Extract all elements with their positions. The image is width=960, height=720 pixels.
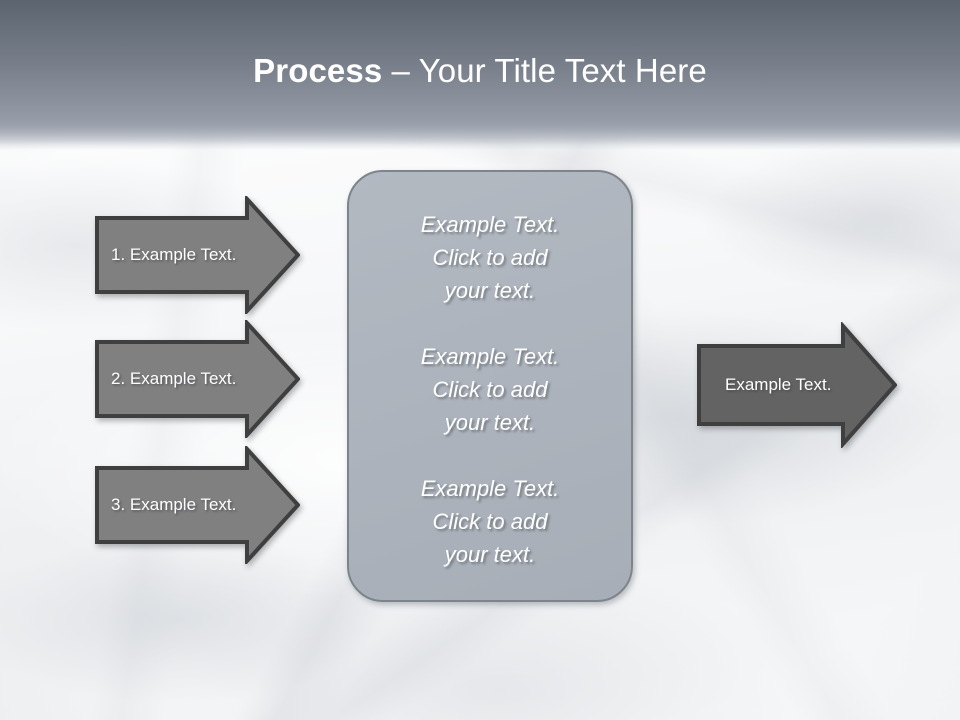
page-title: Process – Your Title Text Here <box>0 50 960 92</box>
center-panel-paragraph-1: Example Text. Click to add your text. <box>420 212 560 303</box>
arrow-right-shape-icon <box>95 320 300 438</box>
left-arrow-1-label: 1. Example Text. <box>111 245 237 264</box>
center-panel-paragraph-3: Example Text. Click to add your text. <box>420 476 560 567</box>
arrow-right-shape-icon <box>95 196 300 314</box>
left-arrow-2-label: 2. Example Text. <box>111 369 237 388</box>
page-title-rest: – Your Title Text Here <box>382 52 707 89</box>
arrow-right-shape-icon <box>697 322 897 448</box>
right-arrow-1[interactable]: Example Text. <box>697 322 897 448</box>
header-gradient-core <box>0 0 960 150</box>
header-gradient-band <box>0 0 960 150</box>
center-content-panel[interactable]: Example Text. Click to add your text. Ex… <box>347 170 633 602</box>
arrow-right-shape-icon <box>95 446 300 564</box>
left-arrow-1[interactable]: 1. Example Text. <box>95 196 300 314</box>
left-arrow-2[interactable]: 2. Example Text. <box>95 320 300 438</box>
right-arrow-1-label: Example Text. <box>725 375 832 394</box>
left-arrow-3-label: 3. Example Text. <box>111 495 237 514</box>
left-arrow-3[interactable]: 3. Example Text. <box>95 446 300 564</box>
center-panel-paragraph-2: Example Text. Click to add your text. <box>420 344 560 435</box>
page-title-bold: Process <box>253 52 383 89</box>
